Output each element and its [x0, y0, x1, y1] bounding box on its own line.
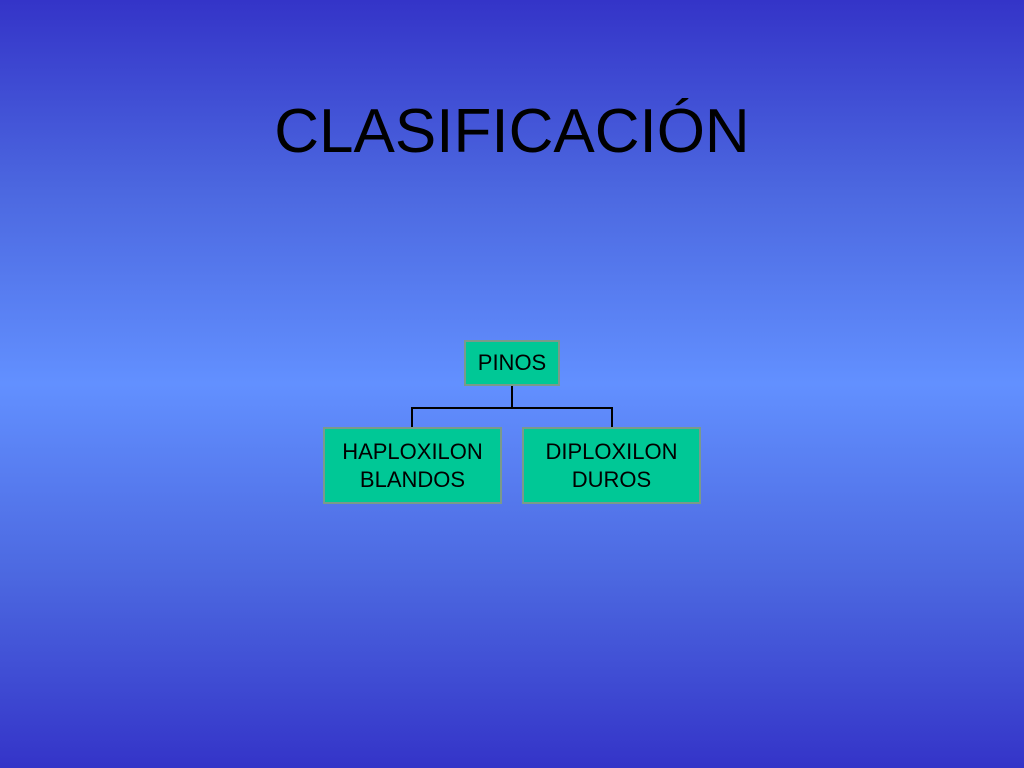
- org-node-diploxilon-label: DIPLOXILON DUROS: [545, 438, 678, 492]
- org-node-haploxilon-label: HAPLOXILON BLANDOS: [342, 438, 483, 492]
- slide-title: CLASIFICACIÓN: [274, 97, 750, 166]
- org-node-haploxilon: HAPLOXILON BLANDOS: [323, 427, 502, 504]
- org-node-diploxilon: DIPLOXILON DUROS: [522, 427, 701, 504]
- org-node-pinos-label: PINOS: [477, 350, 547, 375]
- org-node-pinos: PINOS: [464, 340, 560, 386]
